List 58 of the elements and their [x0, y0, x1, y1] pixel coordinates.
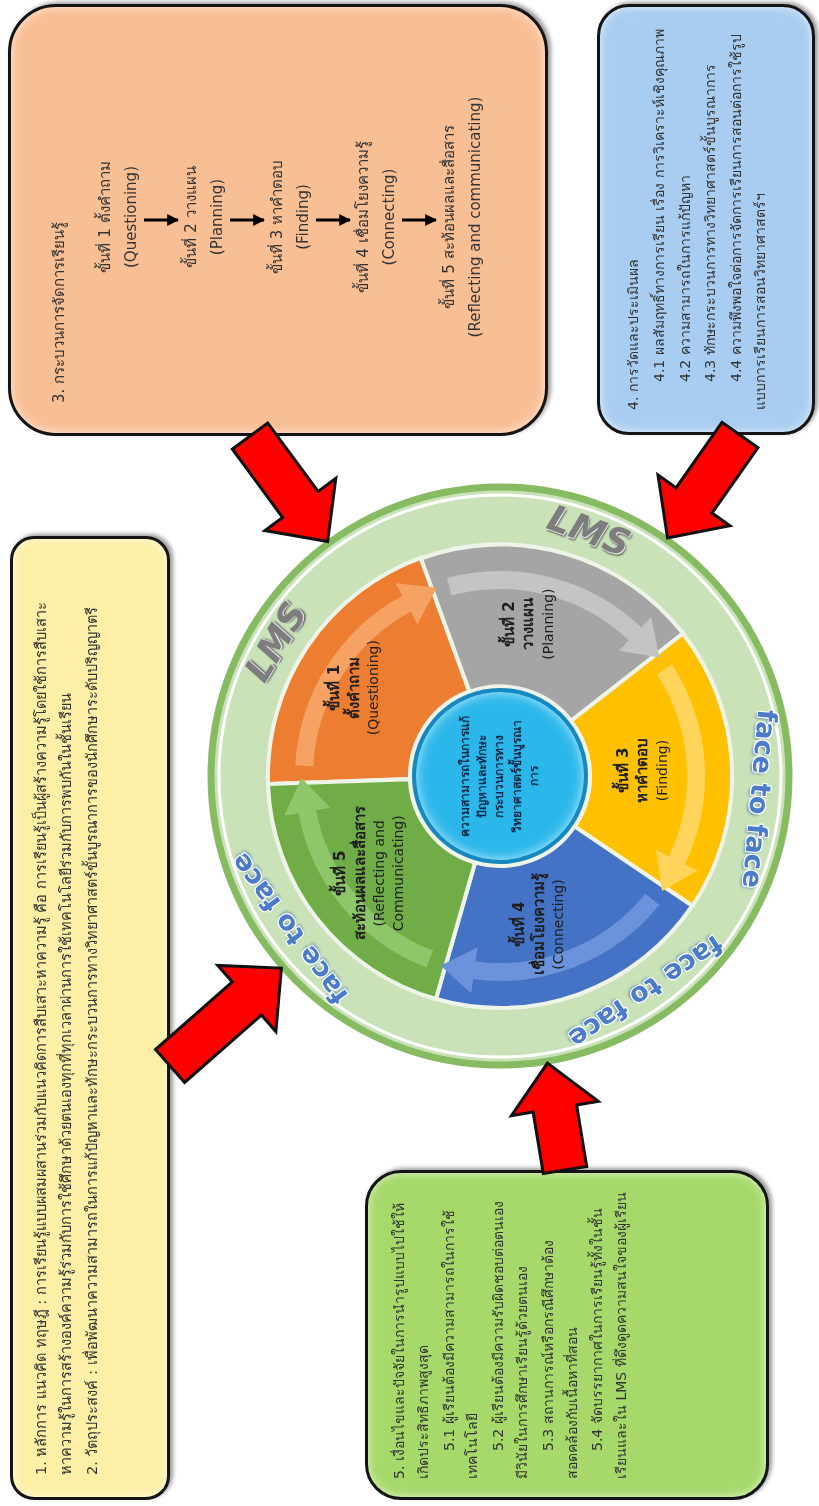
step-title: ขั้นที่ 1 ตั้งคำถาม — [93, 160, 115, 275]
step-title: ขั้นที่ 3 หาคำตอบ — [265, 158, 287, 277]
step-english: (Finding) — [293, 183, 313, 252]
center-label: ความสามารถในการแก้ปัญหาและทักษะกระบวนการทางวิทยาศาสตร์ขั้นบูรณาการ — [456, 714, 543, 839]
step-title: สะท้อนผลและสื่อสาร — [351, 805, 370, 943]
block-arrow — [230, 420, 338, 544]
cycle-arrow — [295, 583, 436, 767]
step-title: วางแผน — [519, 597, 539, 653]
block-arrow — [508, 1060, 602, 1176]
step-title: ขั้นที่ 4 เชื่อมโยงความรู้ — [351, 140, 373, 295]
list-item: 4.4 ความพึงพอใจต่อการจัดการเรียนการสอนต่อการใช้รูปแบบการเรียนการสอนวิทยาศาสตร์ฯ — [727, 33, 769, 410]
step-title: ตั้งคำถาม — [344, 655, 364, 721]
step-english: (Planning) — [207, 177, 227, 258]
step-english: (Questioning) — [121, 165, 141, 270]
ring-label: LMS — [543, 499, 636, 563]
step-number: ขั้นที่ 5 — [331, 850, 350, 897]
list-item: 5.3 สถานการณ์หรือกรณีศึกษาต้องสอดคล้องกับเนื้อหาที่สอน — [538, 1239, 581, 1479]
list-item: 4.3 ทักษะกระบวนการทางวิทยาศาสตร์ขั้นบูรณาการ — [699, 63, 720, 384]
arrow — [316, 214, 352, 226]
step-english: (Connecting) — [379, 167, 399, 268]
box-heading: 4. การวัดและประเมินผล — [624, 258, 642, 410]
step-english: (Finding) — [652, 738, 671, 804]
rounded-box — [8, 4, 548, 436]
step-english: (Questioning) — [364, 639, 382, 738]
list-item: 5.1 ผู้เรียนต้องมีความสามารถในการใช้เทคโนโลยี — [439, 1209, 482, 1479]
box-heading: 3. กระบวนการจัดการเรียนรู้ — [49, 220, 69, 403]
block-arrow — [656, 420, 761, 540]
step-number: ขั้นที่ 4 — [510, 901, 529, 948]
arrow — [144, 214, 180, 226]
step-title: ขั้นที่ 5 สะท้อนผลและสื่อสาร — [437, 124, 459, 311]
rounded-box — [10, 536, 170, 1500]
cycle-arrow — [655, 664, 705, 892]
step-number: ขั้นที่ 2 — [499, 600, 519, 649]
list-item: 4.2 ความสามารถในการแก้ปัญหา — [675, 174, 694, 384]
arrow — [402, 214, 438, 226]
step-title: ขั้นที่ 2 วางแผน — [179, 165, 201, 270]
step-title: หาคำตอบ — [633, 737, 653, 805]
ring-label: face to face — [738, 708, 782, 889]
step-english: (Reflecting and Communicating) — [370, 814, 407, 934]
step-number: ขั้นที่ 1 — [325, 663, 343, 713]
step-english: (Planning) — [538, 587, 557, 662]
cycle-arrow — [447, 571, 661, 656]
paragraph: 1. หลักการ แนวคิด ทฤษฎี : การเรียนรู้แบบผสมผสานร่วมกับแนวคิดการสืบเสาะหาความรู้ คือ การเรียนรู้เป็นผู้สร้างความรู้โดยใช้การสืบเสาะหาความรู้ในการสร้างองค์ความรู้ร่วมกับการใช้ศึกษาด้วยตนเองทุกที่ทุกเวลาผ่านการใช้เทคโนโลยีร่วมกับการพบกันในชั้นเรียน — [30, 601, 76, 1475]
step-number: ขั้นที่ 3 — [613, 746, 633, 796]
list-item: 5.2 ผู้เรียนต้องมีความรับผิดชอบต่อตนเอง มีวินัยในการศึกษาเรียนรู้ด้วยตนเอง — [489, 1200, 532, 1479]
paragraph: 2. วัตถุประสงค์ : เพื่อพัฒนาความสามารถในการแก้ปัญหาและทักษะกระบวนการทางวิทยาศาสตร์ขั้นบูรณาการของนักศึกษาระดับปริญญาตรี — [80, 561, 105, 1475]
box-heading: 5. เงื่อนไขและปัจจัยในการนำรูปแบบไปใช้ให้เกิดประสิทธิภาพสูงสุด — [389, 1202, 433, 1479]
arrow — [230, 214, 266, 226]
step-title: เชื่อมโยงความรู้ — [529, 872, 550, 978]
list-item: 4.1 ผลสัมฤทธิ์ทางการเรียน เรื่อง การวิเคราะห์เชิงคุณภาพ — [648, 29, 669, 384]
rounded-box — [365, 1170, 769, 1500]
step-english: (Reflecting and communicating) — [465, 95, 485, 340]
cycle-arrow — [284, 778, 434, 968]
rounded-box — [597, 4, 815, 435]
ring-circle — [207, 483, 793, 1069]
cycle-arrow — [440, 893, 659, 994]
list-item: 5.4 จัดบรรยากาศในการเรียนรู้ทั้งในชั้นเรียนและใน LMS ที่ดึงดูดความสนใจของผู้เรียน — [586, 1191, 631, 1479]
block-arrow — [153, 963, 284, 1085]
